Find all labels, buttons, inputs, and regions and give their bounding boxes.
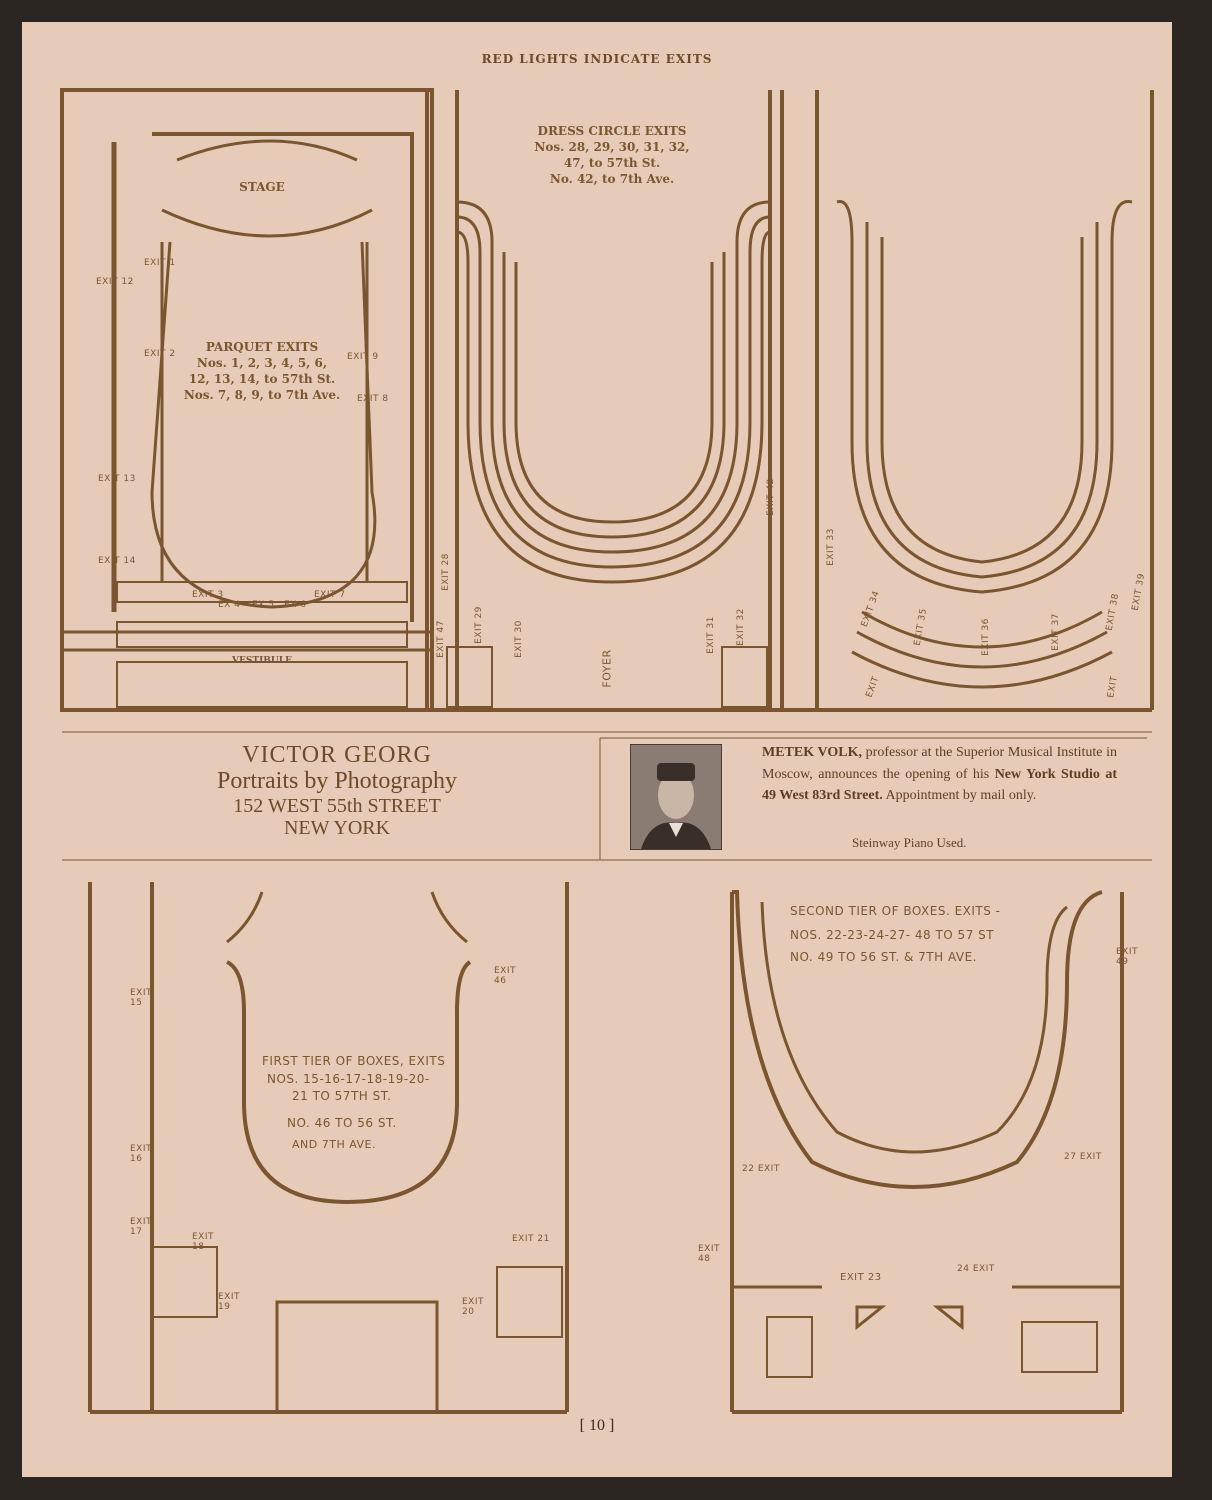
volk-studio-address: New York Studio at 49 West 83rd Street. [762, 766, 1118, 804]
exit-7-label: EXIT 7 [314, 590, 346, 600]
exit-16-label: EXIT 16 [130, 1144, 153, 1164]
metek-volk-ad: METEK VOLK, professor at the Superior Mu… [602, 734, 1122, 859]
victor-georg-ad: VICTOR GEORG Portraits by Photography 15… [77, 734, 597, 859]
exit-30-label: EXIT 30 [513, 620, 524, 658]
portrait-figure [631, 745, 721, 849]
exit-2-label: EXIT 2 [144, 349, 176, 359]
floor-plan-drawings [60, 88, 1154, 1414]
exit-3-label: EXIT 3 [192, 590, 224, 600]
exit-24-label: 24 EXIT [957, 1264, 995, 1274]
first-tier-line1: NOS. 15-16-17-18-19-20- [267, 1072, 430, 1086]
exit-15-label: EXIT 15 [130, 988, 153, 1008]
exit-31-label: EXIT 31 [705, 616, 716, 654]
volk-announcement: METEK VOLK, professor at the Superior Mu… [762, 742, 1117, 807]
parquet-auditorium-horseshoe [150, 241, 377, 609]
exit-23-label: EXIT 23 [840, 1272, 882, 1283]
exit-14-label: EXIT 14 [98, 556, 136, 566]
exit-9-label: EXIT 9 [347, 352, 379, 362]
exit-37-label: EXIT 37 [1050, 613, 1061, 651]
parquet-exits-title: PARQUET EXITS [205, 340, 319, 354]
vestibule-label: VESTIBULE [232, 656, 292, 666]
portrait-photo [630, 744, 722, 850]
parquet-exits-line1: Nos. 1, 2, 3, 4, 5, 6, [196, 356, 328, 370]
exit-36-label: EXIT 36 [980, 618, 991, 656]
first-tier-line3: NO. 46 TO 56 ST. [287, 1116, 397, 1130]
exit-12-label: EXIT 12 [96, 277, 134, 287]
dress-circle-line3: No. 42, to 7th Ave. [549, 172, 675, 186]
exit-48-label: EXIT 48 [698, 1244, 721, 1264]
page-number: [ 10 ] [579, 1417, 615, 1434]
exit-1-label: EXIT 1 [144, 258, 176, 268]
ad-georg-line1: Portraits by Photography [217, 768, 457, 795]
parquet-stage-curve [161, 208, 373, 238]
exit-49-label: EXIT 49 [1116, 947, 1139, 967]
exit-47-label: EXIT 47 [435, 620, 446, 658]
exit-22-label: 22 EXIT [742, 1164, 780, 1174]
second-tier-line2: NO. 49 TO 56 ST. & 7TH AVE. [790, 950, 977, 964]
exit-27-label: 27 EXIT [1064, 1152, 1102, 1162]
exit-32-label: EXIT 32 [735, 608, 746, 646]
exit-8-label: EXIT 8 [357, 394, 389, 404]
exit-42-label: EXIT 42 [765, 478, 776, 516]
first-tier-line4: AND 7TH AVE. [292, 1138, 376, 1151]
foyer-label: FOYER [600, 649, 614, 688]
volk-appointment: Appointment by mail only. [885, 788, 1037, 804]
parquet-exits-line3: Nos. 7, 8, 9, to 7th Ave. [183, 388, 341, 402]
stage-label: STAGE [239, 180, 285, 194]
volk-description: professor at the Superior Musical Instit… [762, 745, 1118, 782]
ad-georg-name: VICTOR GEORG [242, 742, 432, 768]
exit-33-label: EXIT 33 [825, 528, 836, 566]
dress-circle-line1: Nos. 28, 29, 30, 31, 32, [534, 140, 690, 154]
parquet-stage-wall [152, 132, 414, 622]
exit-18-label: EXIT 18 [192, 1232, 215, 1252]
parquet-exits-line2: 12, 13, 14, to 57th St. [188, 372, 336, 386]
ad-georg-line2: 152 WEST 55th STREET [233, 794, 441, 817]
exit-4-label: EX 4 [218, 600, 241, 610]
exit-19-label: EXIT 19 [218, 1292, 241, 1312]
dress-circle-line2: 47, to 57th St. [563, 156, 661, 170]
first-tier-title: FIRST TIER OF BOXES, EXITS [262, 1054, 446, 1068]
exit-28-label: EXIT 28 [440, 553, 451, 591]
second-tier-line1: NOS. 22-23-24-27- 48 TO 57 ST [790, 928, 995, 942]
exit-21-label: EXIT 21 [512, 1234, 550, 1244]
first-tier-line2: 21 TO 57TH ST. [292, 1089, 392, 1103]
exit-6-label: EX 6 [284, 600, 307, 610]
second-tier-title: SECOND TIER OF BOXES. EXITS - [790, 904, 1001, 918]
page-header: RED LIGHTS INDICATE EXITS [481, 52, 713, 66]
program-page: RED LIGHTS INDICATE EXITS [22, 22, 1172, 1477]
dress-circle-title: DRESS CIRCLE EXITS [537, 124, 687, 138]
ad-georg-line3: NEW YORK [283, 816, 391, 839]
exit-46-label: EXIT 46 [494, 966, 517, 986]
parquet-outline [60, 88, 434, 712]
exit-17-label: EXIT 17 [130, 1217, 153, 1237]
exit-20-label: EXIT 20 [462, 1297, 485, 1317]
volk-name: METEK VOLK, [762, 745, 862, 760]
parquet-stage-top [176, 139, 358, 162]
exit-13-label: EXIT 13 [98, 474, 136, 484]
exit-5-label: EX 5 [252, 600, 275, 610]
steinway-note: Steinway Piano Used. [852, 835, 967, 850]
exit-29-label: EXIT 29 [473, 606, 484, 644]
